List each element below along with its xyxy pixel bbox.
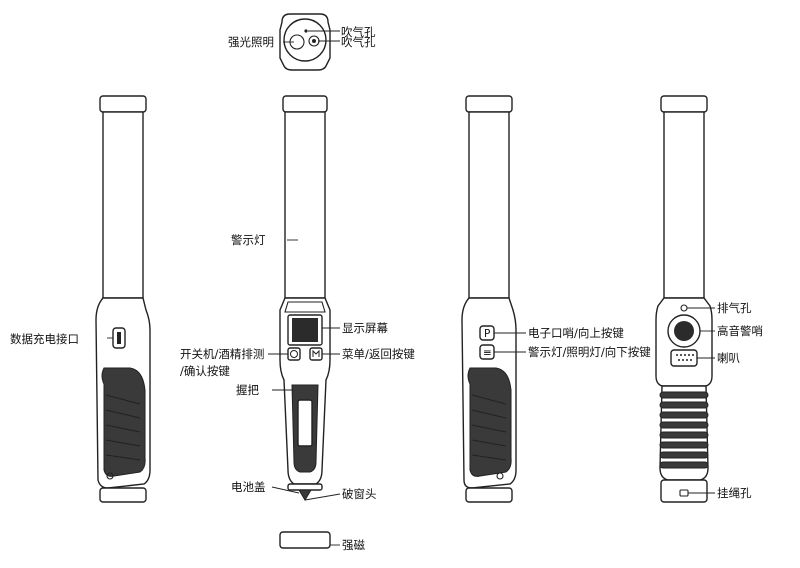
power-button-icon [287, 347, 301, 361]
label-warning-light: 警示灯 [231, 233, 266, 247]
label-grip: 握把 [236, 383, 259, 397]
label-whistle-button: 电子口哨/向上按键 [528, 326, 624, 340]
magnet-cap [279, 531, 331, 549]
top-view [279, 13, 340, 71]
back-view [655, 95, 715, 503]
label-bright-light: 强光照明 [228, 35, 274, 49]
window-breaker-tip [298, 489, 312, 501]
label-data-charge-port: 数据充电接口 [10, 332, 79, 346]
label-window-breaker: 破窗头 [342, 487, 377, 501]
label-power-button-line1: 开关机/酒精排测 [180, 347, 264, 361]
label-light-button: 警示灯/照明灯/向下按键 [528, 345, 651, 359]
label-speaker: 喇叭 [717, 351, 740, 365]
label-magnet: 强磁 [342, 538, 365, 552]
side-view-right: P ≡ [461, 95, 526, 503]
speaker-icon [670, 349, 698, 367]
label-power-button-line2: /确认按键 [180, 364, 230, 378]
label-display-screen: 显示屏幕 [342, 321, 388, 335]
side-view-left [95, 95, 151, 503]
whistle-button-glyph: P [484, 328, 490, 340]
label-blow-hole-1: 吹气孔 [341, 25, 376, 39]
label-menu-button: 菜单/返回按键 [342, 347, 415, 361]
label-lanyard-hole: 挂绳孔 [717, 486, 752, 500]
label-battery-cover: 电池盖 [231, 480, 266, 494]
front-view [268, 95, 341, 549]
exhaust-vent-dot [304, 29, 308, 33]
light-button-glyph: ≡ [483, 347, 492, 359]
label-blow-hole-2: 吹气孔 [341, 35, 376, 49]
label-siren: 高音警哨 [717, 324, 763, 338]
label-exhaust-hole: 排气孔 [717, 301, 752, 315]
